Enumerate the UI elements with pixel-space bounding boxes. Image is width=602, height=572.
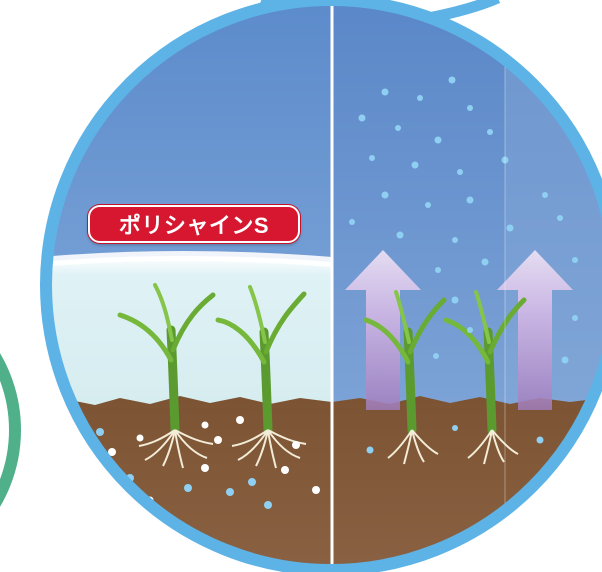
product-label: ポリシャインS [88, 205, 300, 243]
main-circle-border [40, 0, 602, 572]
green-ring-decoration [0, 353, 21, 507]
product-label-text: ポリシャインS [118, 213, 270, 238]
bare-soil-panel [332, 0, 602, 570]
soil-right [332, 396, 602, 570]
seedling-icon [443, 290, 527, 465]
seedling-icon [363, 290, 447, 465]
seedling-icon [117, 283, 216, 469]
evaporation-arrow-icon [497, 250, 573, 410]
seedling-icon [215, 285, 307, 469]
moisture-dots-right [349, 76, 578, 454]
mulched-panel [46, 0, 333, 570]
